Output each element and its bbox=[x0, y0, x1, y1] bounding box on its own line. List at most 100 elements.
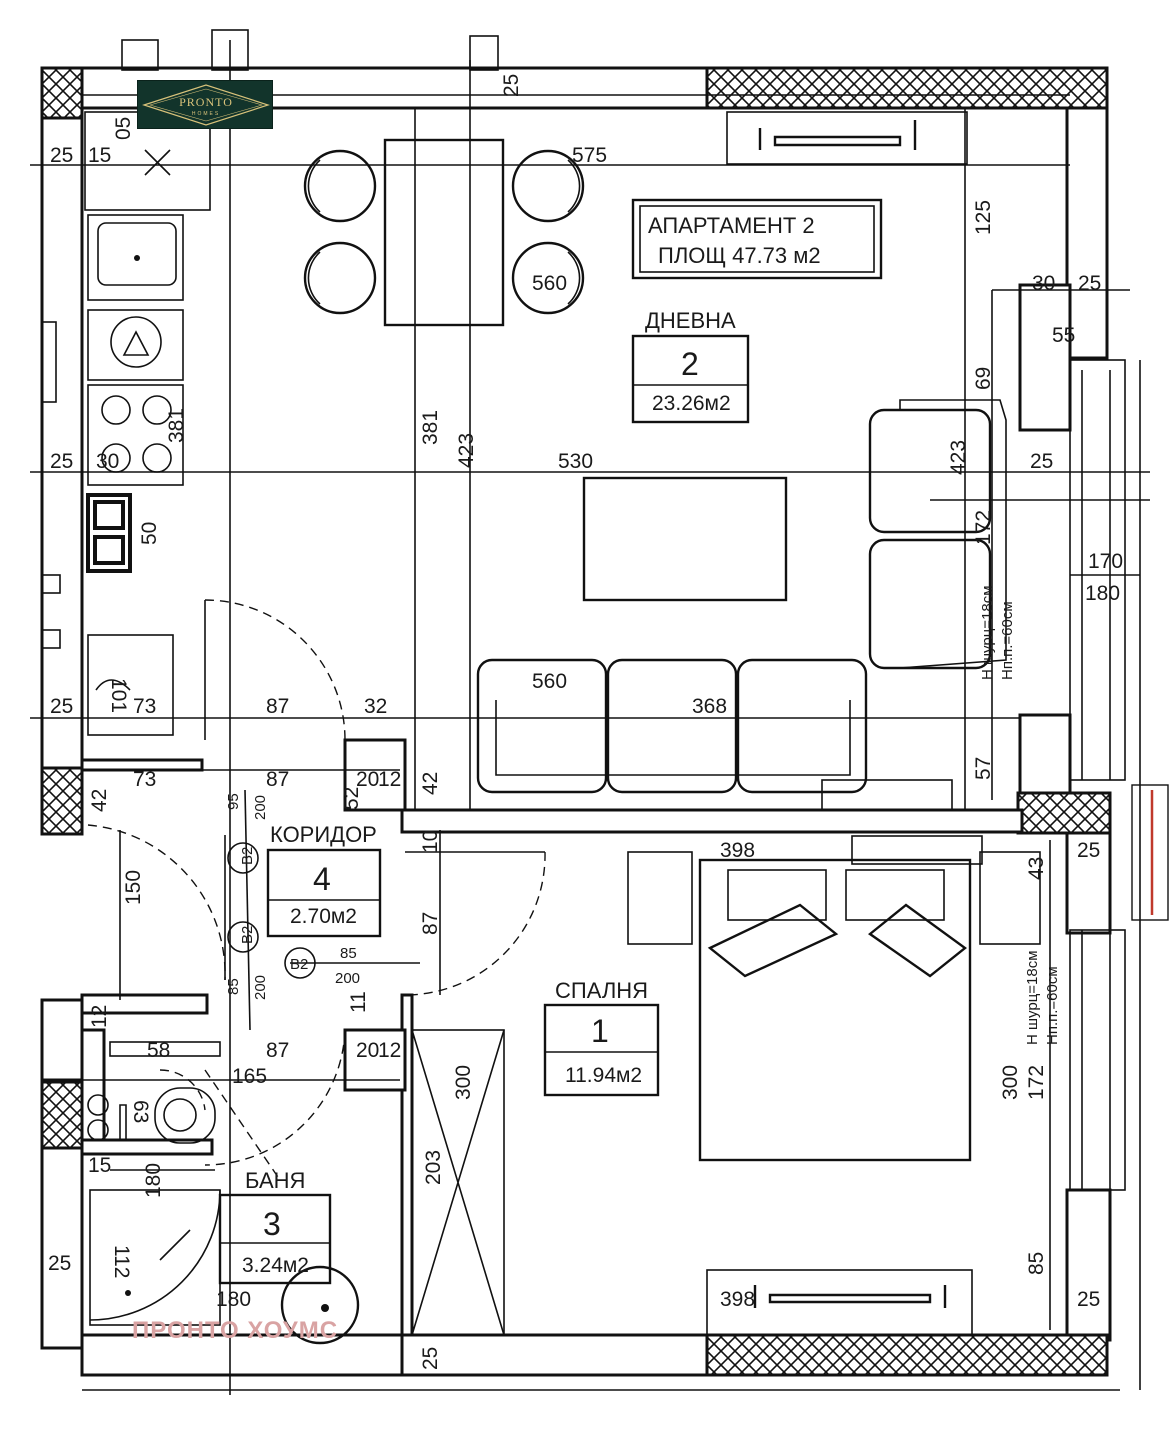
dim-label: 25 bbox=[50, 144, 73, 167]
dim-label: 42 bbox=[88, 789, 111, 812]
dim-label: 95 bbox=[225, 793, 242, 810]
dim-label: 398 bbox=[720, 839, 755, 862]
washbasin bbox=[280, 1265, 360, 1345]
dim-label: 30 bbox=[1032, 272, 1055, 295]
dim-label: 87 bbox=[266, 1039, 289, 1062]
toilet bbox=[154, 1087, 216, 1144]
dim-label: 15 bbox=[88, 1154, 111, 1177]
room-number: 2 bbox=[681, 346, 699, 382]
kitchen bbox=[41, 111, 211, 736]
dim-label: 300 bbox=[999, 1065, 1022, 1100]
dim-label: 85 bbox=[340, 945, 357, 962]
dim-label: 423 bbox=[455, 433, 478, 468]
dim-label: 32 bbox=[364, 695, 387, 718]
room-area: 23.26м2 bbox=[652, 392, 731, 415]
apartment-title: АПАРТАМЕНТ 2 bbox=[648, 213, 815, 238]
dim-label: 10 bbox=[419, 830, 442, 853]
dim-label: 381 bbox=[419, 410, 442, 445]
dim-label: 200 bbox=[252, 975, 269, 1000]
dim-label: 55 bbox=[1052, 324, 1075, 347]
chair bbox=[303, 241, 377, 315]
dim-label: 30 bbox=[96, 450, 119, 473]
dim-label: 25 bbox=[1078, 272, 1101, 295]
chair bbox=[511, 241, 585, 315]
brand-logo: PRONTO HOMES bbox=[137, 80, 273, 129]
chair bbox=[511, 149, 585, 223]
dim-label: 85 bbox=[1025, 1252, 1048, 1275]
dim-label: 125 bbox=[972, 200, 995, 235]
dim-label: 423 bbox=[947, 440, 970, 475]
window-note: Нп.п.=60см bbox=[999, 601, 1016, 680]
room-corridor: КОРИДОР 4 2.70м2 bbox=[266, 822, 382, 938]
windows bbox=[1069, 359, 1169, 1191]
doors bbox=[87, 599, 546, 1166]
dim-label: 25 bbox=[500, 74, 523, 97]
room-bathroom: БАНЯ 3 3.24м2 bbox=[218, 1168, 332, 1285]
apartment-title-box: АПАРТАМЕНТ 2 ПЛОЩ 47.73 м2 bbox=[631, 198, 883, 280]
dim-label: 50 bbox=[138, 522, 161, 545]
dim-label: 12 bbox=[378, 1039, 401, 1062]
logo-sub: HOMES bbox=[191, 111, 221, 117]
room-name: БАНЯ bbox=[245, 1168, 305, 1193]
stove bbox=[87, 384, 184, 486]
dim-label: 180 bbox=[142, 1163, 165, 1198]
dim-label: 560 bbox=[532, 670, 567, 693]
dim-label: 42 bbox=[419, 772, 442, 795]
dim-label: 170 bbox=[1088, 550, 1123, 573]
room-name: КОРИДОР bbox=[270, 822, 377, 847]
dim-label: 25 bbox=[50, 695, 73, 718]
apartment-area: ПЛОЩ 47.73 м2 bbox=[658, 243, 821, 268]
dim-label: 172 bbox=[972, 510, 995, 545]
dim-label: 560 bbox=[532, 272, 567, 295]
logo-name: PRONTO bbox=[179, 95, 233, 109]
dim-label: 20 bbox=[356, 768, 379, 791]
dim-label: 300 bbox=[452, 1065, 475, 1100]
dimension-lines bbox=[30, 40, 1150, 1395]
diamond-frame-icon bbox=[142, 84, 270, 126]
dim-label: 05 bbox=[112, 117, 135, 140]
dim-label: 87 bbox=[419, 912, 442, 935]
dim-label: 20 bbox=[356, 1039, 379, 1062]
dim-label: 200 bbox=[252, 795, 269, 820]
room-number: 4 bbox=[313, 861, 331, 897]
sink bbox=[87, 214, 184, 301]
dim-label: 87 bbox=[266, 695, 289, 718]
room-name: СПАЛНЯ bbox=[555, 978, 648, 1003]
door-tag: B2 bbox=[239, 926, 256, 944]
room-number: 3 bbox=[263, 1206, 281, 1242]
living-furniture bbox=[303, 111, 1007, 811]
dim-label: 25 bbox=[1077, 1288, 1100, 1311]
door-tag: B2 bbox=[290, 956, 308, 973]
dim-label: 57 bbox=[972, 757, 995, 780]
dim-label: 25 bbox=[48, 1252, 71, 1275]
dim-label: 73 bbox=[133, 768, 156, 791]
dining-table bbox=[383, 138, 505, 327]
dim-label: 381 bbox=[165, 408, 188, 443]
column-hatch bbox=[40, 66, 84, 120]
dim-label: 368 bbox=[692, 695, 727, 718]
door-tags: B2 B2 B2 bbox=[227, 842, 316, 979]
dim-label: 150 bbox=[122, 870, 145, 905]
dim-label: 112 bbox=[110, 1245, 133, 1278]
dim-label: 11 bbox=[347, 991, 370, 1013]
dim-label: 12 bbox=[378, 768, 401, 791]
dim-label: 203 bbox=[422, 1150, 445, 1185]
dim-label: 58 bbox=[147, 1039, 170, 1062]
room-area: 3.24м2 bbox=[242, 1254, 309, 1277]
sofa bbox=[476, 658, 953, 811]
armchair-sofa bbox=[868, 399, 1007, 670]
dim-label: 25 bbox=[1030, 450, 1053, 473]
dim-label: 180 bbox=[216, 1288, 251, 1311]
dim-label: 87 bbox=[266, 768, 289, 791]
dim-label: 398 bbox=[720, 1288, 755, 1311]
dim-label: 43 bbox=[1025, 857, 1048, 880]
coffee-table bbox=[582, 476, 788, 602]
room-area: 11.94м2 bbox=[565, 1064, 642, 1087]
dim-label: 15 bbox=[88, 144, 111, 167]
dim-label: 69 bbox=[972, 367, 995, 390]
room-living: ДНЕВНА 2 23.26м2 bbox=[631, 308, 750, 424]
window-note: Н шурц=18см bbox=[1024, 950, 1041, 1045]
dim-label: 25 bbox=[419, 1347, 442, 1370]
watermark: ПРОНТО ХОУМС bbox=[132, 1317, 338, 1344]
